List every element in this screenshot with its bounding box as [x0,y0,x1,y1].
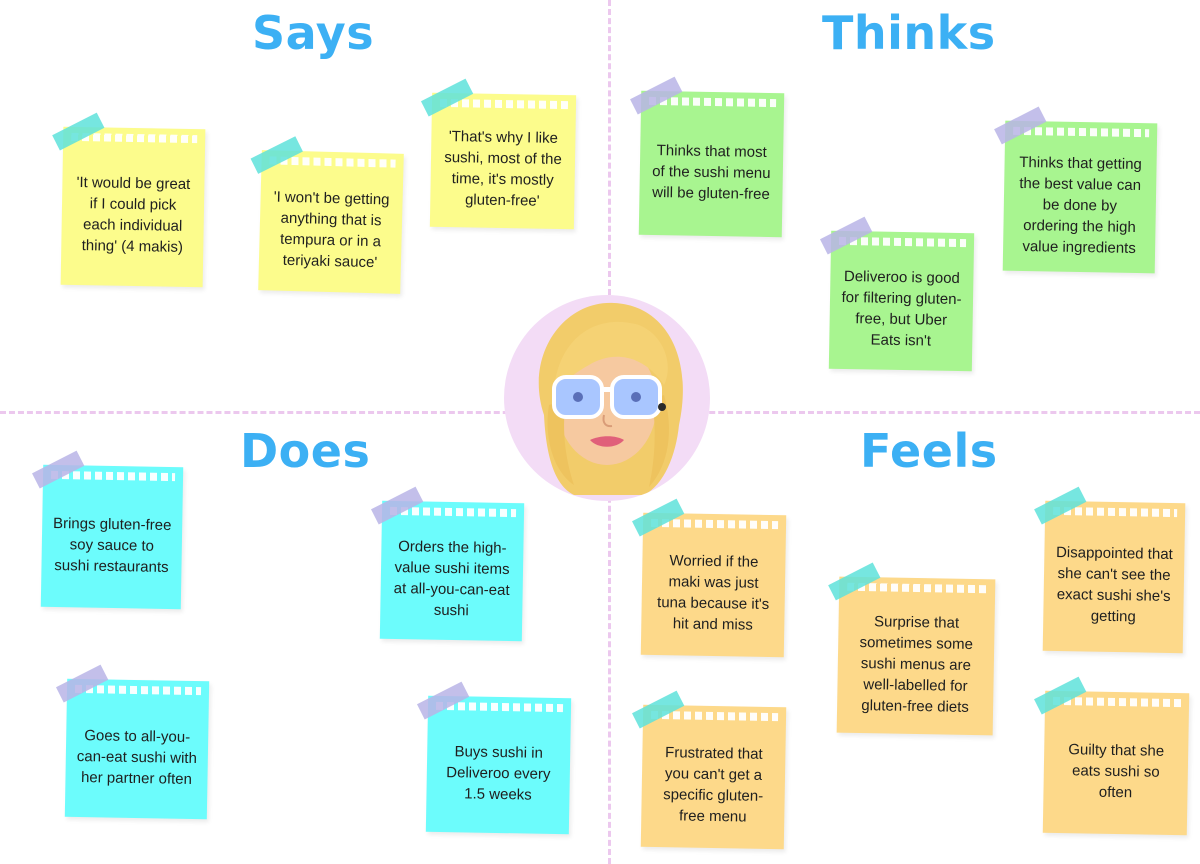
memoji-avatar-icon [538,302,683,495]
tape [632,690,685,729]
tape [56,664,109,703]
tape [1034,486,1087,525]
does-note: Brings gluten-free soy sauce to sushi re… [32,450,184,610]
says-note: 'I won't be getting anything that is tem… [250,136,404,294]
note-text: 'That's why I like sushi, most of the ti… [444,128,562,210]
feels-heading: Feels [860,424,998,478]
says-heading: Says [252,6,375,60]
tape [371,486,424,525]
tape [820,216,873,255]
note-text: Thinks that most of the sushi menu will … [652,141,771,203]
note-text: Disappointed that she can't see the exac… [1055,543,1173,626]
says-note: 'That's why I like sushi, most of the ti… [420,78,577,230]
avatar [504,295,710,501]
note-text: Surprise that sometimes some sushi menus… [859,612,974,716]
tape [828,562,881,601]
tape [416,681,470,720]
thinks-note: Thinks that getting the best value can b… [994,106,1158,274]
says-note: 'It would be great if I could pick each … [52,112,206,288]
does-note: Orders the high-value sushi items at all… [371,486,525,642]
feels-note: Surprise that sometimes some sushi menus… [828,562,996,736]
tape [632,498,685,537]
tape [420,78,474,117]
does-heading: Does [240,424,371,478]
feels-note: Disappointed that she can't see the exac… [1034,486,1186,654]
tape [250,136,303,174]
feels-note: Guilty that she eats sushi so often [1034,676,1190,836]
note-text: Deliveroo is good for filtering gluten-f… [841,267,962,350]
note-text: Orders the high-value sushi items at all… [393,538,510,620]
thinks-note: Thinks that most of the sushi menu will … [630,76,785,238]
tape [630,76,683,115]
tape [1034,676,1087,715]
feels-note: Worried if the maki was just tuna becaus… [632,498,787,658]
note-text: 'It would be great if I could pick each … [76,174,191,256]
note-text: Guilty that she eats sushi so often [1068,740,1165,801]
note-text: 'I won't be getting anything that is tem… [273,188,390,272]
note-text: Goes to all-you-can-eat sushi with her p… [76,726,198,788]
note-text: Frustrated that you can't get a specific… [663,744,764,826]
feels-note: Frustrated that you can't get a specific… [632,690,787,850]
note-text: Brings gluten-free soy sauce to sushi re… [52,514,172,576]
note-text: Thinks that getting the best value can b… [1019,153,1143,257]
thinks-note: Deliveroo is good for filtering gluten-f… [820,216,975,372]
tape [994,106,1047,145]
note-text: Buys sushi in Deliveroo every 1.5 weeks [446,742,551,804]
thinks-heading: Thinks [822,6,996,60]
does-note: Goes to all-you-can-eat sushi with her p… [56,664,210,820]
note-text: Worried if the maki was just tuna becaus… [656,552,770,634]
tape [52,112,105,151]
tape [32,450,85,489]
does-note: Buys sushi in Deliveroo every 1.5 weeks [416,681,572,835]
